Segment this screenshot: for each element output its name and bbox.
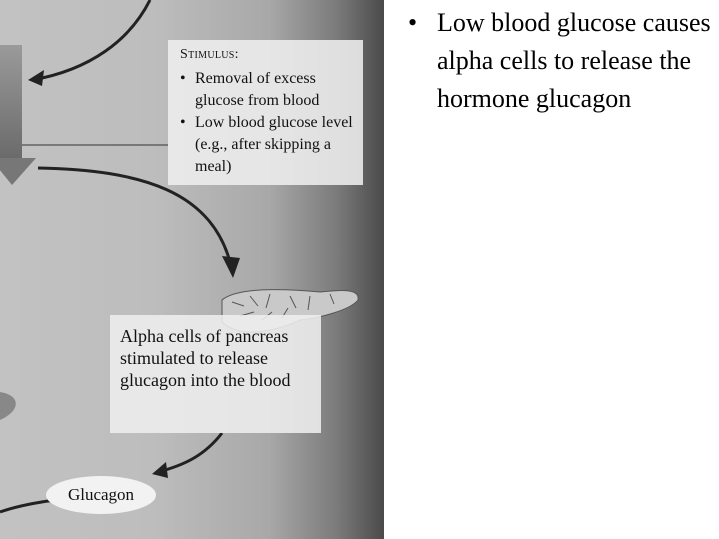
ellipse-left: [0, 392, 16, 420]
alpha-cells-text: Alpha cells of pancreas stimulated to re…: [120, 326, 291, 390]
curved-arrow-bottom: [157, 432, 224, 474]
stimulus-title: Stimulus:: [180, 47, 239, 62]
block-arrow-head: [0, 158, 36, 185]
alpha-cells-box: Alpha cells of pancreas stimulated to re…: [110, 315, 321, 433]
stimulus-list: Removal of excess glucose from blood Low…: [180, 68, 365, 178]
stimulus-item: Removal of excess glucose from blood: [180, 68, 365, 112]
curved-arrow-top: [31, 0, 152, 82]
textbook-figure: Stimulus: Removal of excess glucose from…: [0, 0, 384, 539]
stimulus-box: Stimulus: Removal of excess glucose from…: [168, 40, 363, 185]
curved-arrow-middle: [37, 166, 234, 271]
glucagon-label: Glucagon: [46, 476, 156, 514]
bullet-marker: •: [408, 8, 418, 37]
stimulus-item: Low blood glucose level (e.g., after ski…: [180, 112, 365, 178]
bullet-text: Low blood glucose causes alpha cells to …: [437, 8, 711, 113]
block-arrow-shaft: [0, 45, 22, 160]
curved-line-bottom: [0, 498, 56, 514]
